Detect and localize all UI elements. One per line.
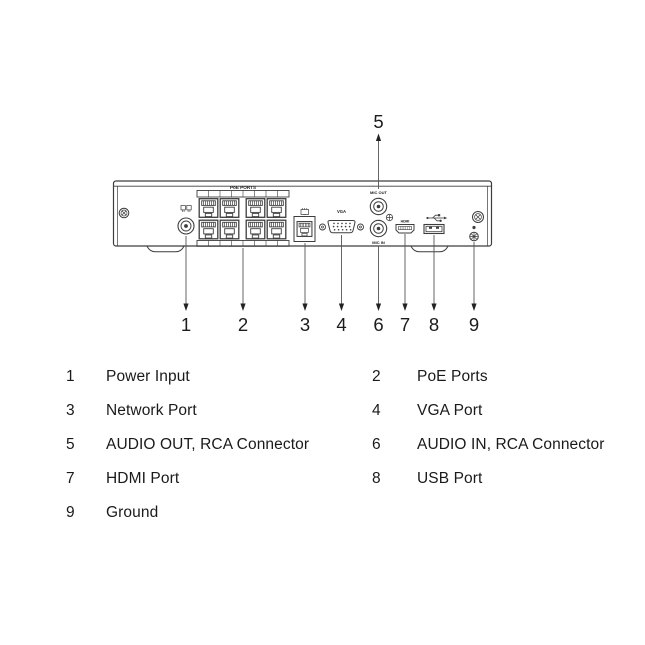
callout-number: 3 bbox=[300, 314, 310, 335]
legend-number: 4 bbox=[372, 402, 381, 419]
ground-screw bbox=[469, 225, 479, 242]
vga-screw-right-icon bbox=[357, 223, 364, 231]
callout-4: 4 bbox=[336, 235, 347, 335]
callout-number: 4 bbox=[336, 314, 346, 335]
callout-number: 9 bbox=[469, 314, 479, 335]
legend-label: USB Port bbox=[417, 470, 483, 487]
callout-3: 3 bbox=[300, 243, 310, 335]
callout-number: 5 bbox=[373, 111, 383, 132]
callout-9: 9 bbox=[469, 242, 479, 335]
mic-in-label: MIC IN bbox=[372, 240, 385, 245]
panel-screw-left-icon bbox=[118, 207, 130, 219]
audio-out-rca: MIC OUT bbox=[369, 190, 387, 216]
hdmi-port: HDMI bbox=[395, 220, 415, 234]
device-foot-right bbox=[410, 246, 449, 253]
callout-number: 6 bbox=[373, 314, 383, 335]
usb-icon bbox=[426, 214, 448, 222]
vga-label: VGA bbox=[337, 209, 346, 214]
legend-number: 8 bbox=[372, 470, 381, 487]
vga-pins bbox=[332, 222, 352, 231]
legend-label: Ground bbox=[106, 504, 159, 521]
legend-label: VGA Port bbox=[417, 402, 483, 419]
callout-6: 6 bbox=[373, 246, 384, 335]
callout-number: 1 bbox=[181, 314, 191, 335]
legend-label: HDMI Port bbox=[106, 470, 180, 487]
power-plug-icon bbox=[180, 205, 192, 212]
legend-number: 2 bbox=[372, 368, 381, 385]
device-foot-left bbox=[146, 246, 185, 253]
rear-panel-diagram: PoE PORTS VGA bbox=[112, 111, 493, 335]
power-input-connector bbox=[177, 205, 195, 235]
legend-number: 3 bbox=[66, 402, 75, 419]
legend-number: 5 bbox=[66, 436, 75, 453]
callout-1: 1 bbox=[181, 236, 191, 335]
legend-label: Network Port bbox=[106, 402, 197, 419]
legend-number bbox=[372, 496, 417, 530]
callout-8: 8 bbox=[429, 235, 439, 335]
poe-ports-block: PoE PORTS bbox=[196, 185, 290, 247]
panel-screw-right-icon bbox=[472, 211, 484, 223]
legend-label: AUDIO IN, RCA Connector bbox=[417, 436, 605, 453]
callout-5: 5 bbox=[373, 111, 384, 189]
vga-screw-left-icon bbox=[319, 223, 326, 231]
network-port bbox=[293, 208, 316, 242]
callout-2: 2 bbox=[238, 248, 248, 335]
legend-number: 1 bbox=[66, 368, 75, 385]
hdmi-label: HDMI bbox=[401, 220, 410, 224]
callout-number: 8 bbox=[429, 314, 439, 335]
audio-in-rca: MIC IN bbox=[369, 219, 388, 245]
audio-screw-icon bbox=[385, 213, 394, 222]
network-icon bbox=[300, 208, 309, 215]
legend-label: AUDIO OUT, RCA Connector bbox=[106, 436, 310, 453]
vga-port: VGA bbox=[319, 209, 364, 234]
poe-ports-label: PoE PORTS bbox=[230, 185, 256, 190]
callout-number: 2 bbox=[238, 314, 248, 335]
legend: 1 Power Input 2 PoE Ports 3 Network Port… bbox=[66, 360, 611, 530]
legend-label: Power Input bbox=[106, 368, 190, 385]
legend-label: PoE Ports bbox=[417, 368, 488, 385]
callout-7: 7 bbox=[400, 234, 410, 335]
callout-number: 7 bbox=[400, 314, 410, 335]
legend-number: 7 bbox=[66, 470, 75, 487]
legend-number: 9 bbox=[66, 504, 75, 521]
legend-label bbox=[417, 496, 611, 530]
usb-port bbox=[423, 214, 448, 235]
mic-out-label: MIC OUT bbox=[370, 190, 387, 195]
legend-number: 6 bbox=[372, 436, 381, 453]
